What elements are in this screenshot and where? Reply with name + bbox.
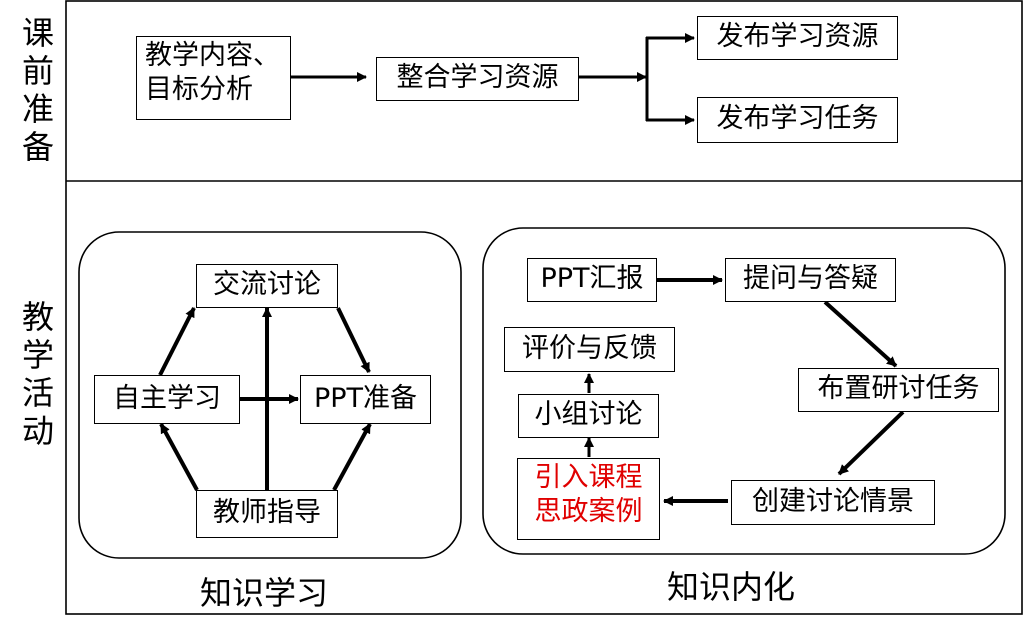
caption-knowledge-learning: 知识学习	[200, 574, 329, 612]
node-qa: 提问与答疑	[725, 258, 896, 302]
arrow-guide-to-self	[159, 423, 199, 491]
arrow-qa-to-assign	[823, 300, 898, 368]
arrow-self-to-exchange	[158, 307, 196, 376]
node-ppt-report: PPT汇报	[527, 258, 657, 302]
node-assign-task: 布置研讨任务	[798, 368, 999, 412]
node-evaluation-feedback: 评价与反馈	[504, 327, 675, 372]
section-label-activity: 教学活动	[21, 298, 54, 450]
outer-frame	[65, 0, 1023, 615]
knowledge-internalization-group	[482, 227, 1006, 555]
node-publish-resources: 发布学习资源	[697, 16, 898, 60]
knowledge-learning-group	[78, 231, 462, 559]
arrow-assign-to-scenario	[837, 410, 905, 476]
node-self-study: 自主学习	[94, 375, 240, 424]
node-publish-tasks: 发布学习任务	[697, 97, 898, 143]
node-teaching-content-line2: 目标分析	[145, 74, 253, 105]
arrow-guide-to-ppt	[332, 423, 372, 491]
arrow-exchange-to-ppt	[336, 307, 371, 373]
node-create-scenario: 创建讨论情景	[731, 480, 935, 525]
node-ideology-case: 引入课程 思政案例	[517, 458, 660, 540]
node-exchange-discussion: 交流讨论	[196, 264, 338, 308]
caption-knowledge-internalization: 知识内化	[667, 568, 796, 606]
node-ppt-prep: PPT准备	[300, 375, 431, 424]
node-ideology-case-line2: 思政案例	[534, 496, 643, 527]
node-integrate-resources: 整合学习资源	[376, 57, 579, 101]
node-group-discussion: 小组讨论	[518, 394, 659, 438]
section-label-prep: 课前准备	[21, 14, 54, 166]
node-teaching-content: 教学内容、 目标分析	[136, 36, 291, 120]
node-teacher-guidance: 教师指导	[196, 490, 338, 538]
node-teaching-content-line1: 教学内容、	[145, 40, 280, 71]
node-ideology-case-line1: 引入课程	[534, 462, 643, 493]
